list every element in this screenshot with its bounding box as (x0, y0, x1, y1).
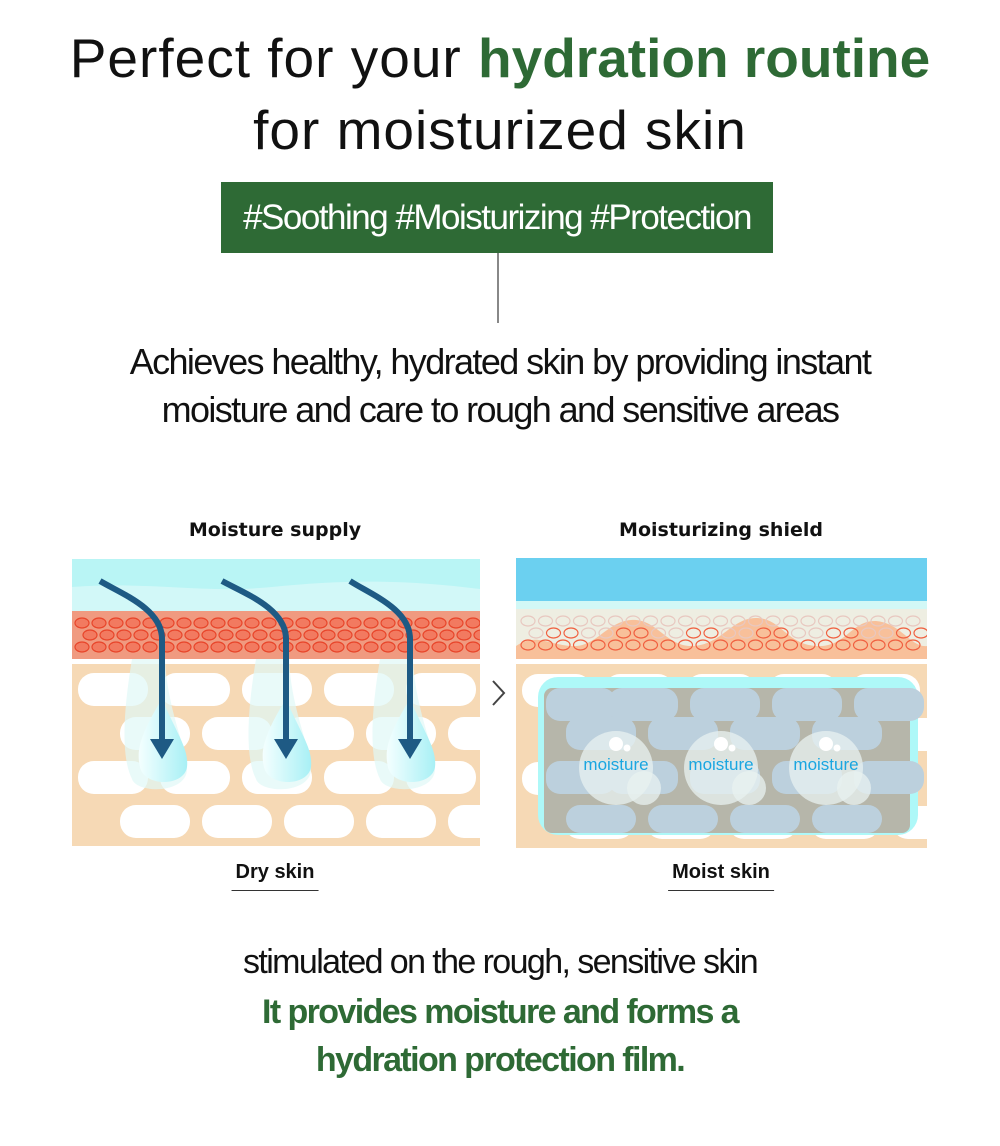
summary-line-3: hydration protection film. (315, 1041, 686, 1079)
summary-line-2: It provides moisture and forms a (262, 993, 740, 1031)
moisture-label: moisture (793, 755, 859, 774)
moisture-label: moisture (583, 755, 649, 774)
headline-highlight: hydration routine (478, 27, 931, 89)
moisture-label: moisture (688, 755, 754, 774)
headline-prefix: Perfect for your (69, 27, 479, 89)
chevron-right-icon (488, 678, 508, 708)
headline-line-1: Perfect for your hydration routine (0, 28, 1000, 88)
summary-line-1: stimulated on the rough, sensitive skin (242, 943, 759, 981)
moist-skin-caption: Moist skin (668, 861, 774, 891)
tags-banner: #Soothing #Moisturizing #Protection (221, 182, 773, 253)
description-line-2: moisture and care to rough and sensitive… (161, 389, 840, 430)
moisture-labels: moisture moisture moisture (516, 558, 927, 848)
dry-skin-caption: Dry skin (231, 861, 319, 891)
moist-skin-illustration (516, 558, 927, 848)
dry-skin-illustration (72, 559, 480, 846)
description-line-1: Achieves healthy, hydrated skin by provi… (129, 341, 872, 382)
moisture-supply-title: Moisture supply (188, 519, 362, 541)
moisturizing-shield-title: Moisturizing shield (619, 519, 823, 541)
connector-line (497, 253, 499, 323)
headline-line-2: for moisturized skin (253, 99, 747, 161)
